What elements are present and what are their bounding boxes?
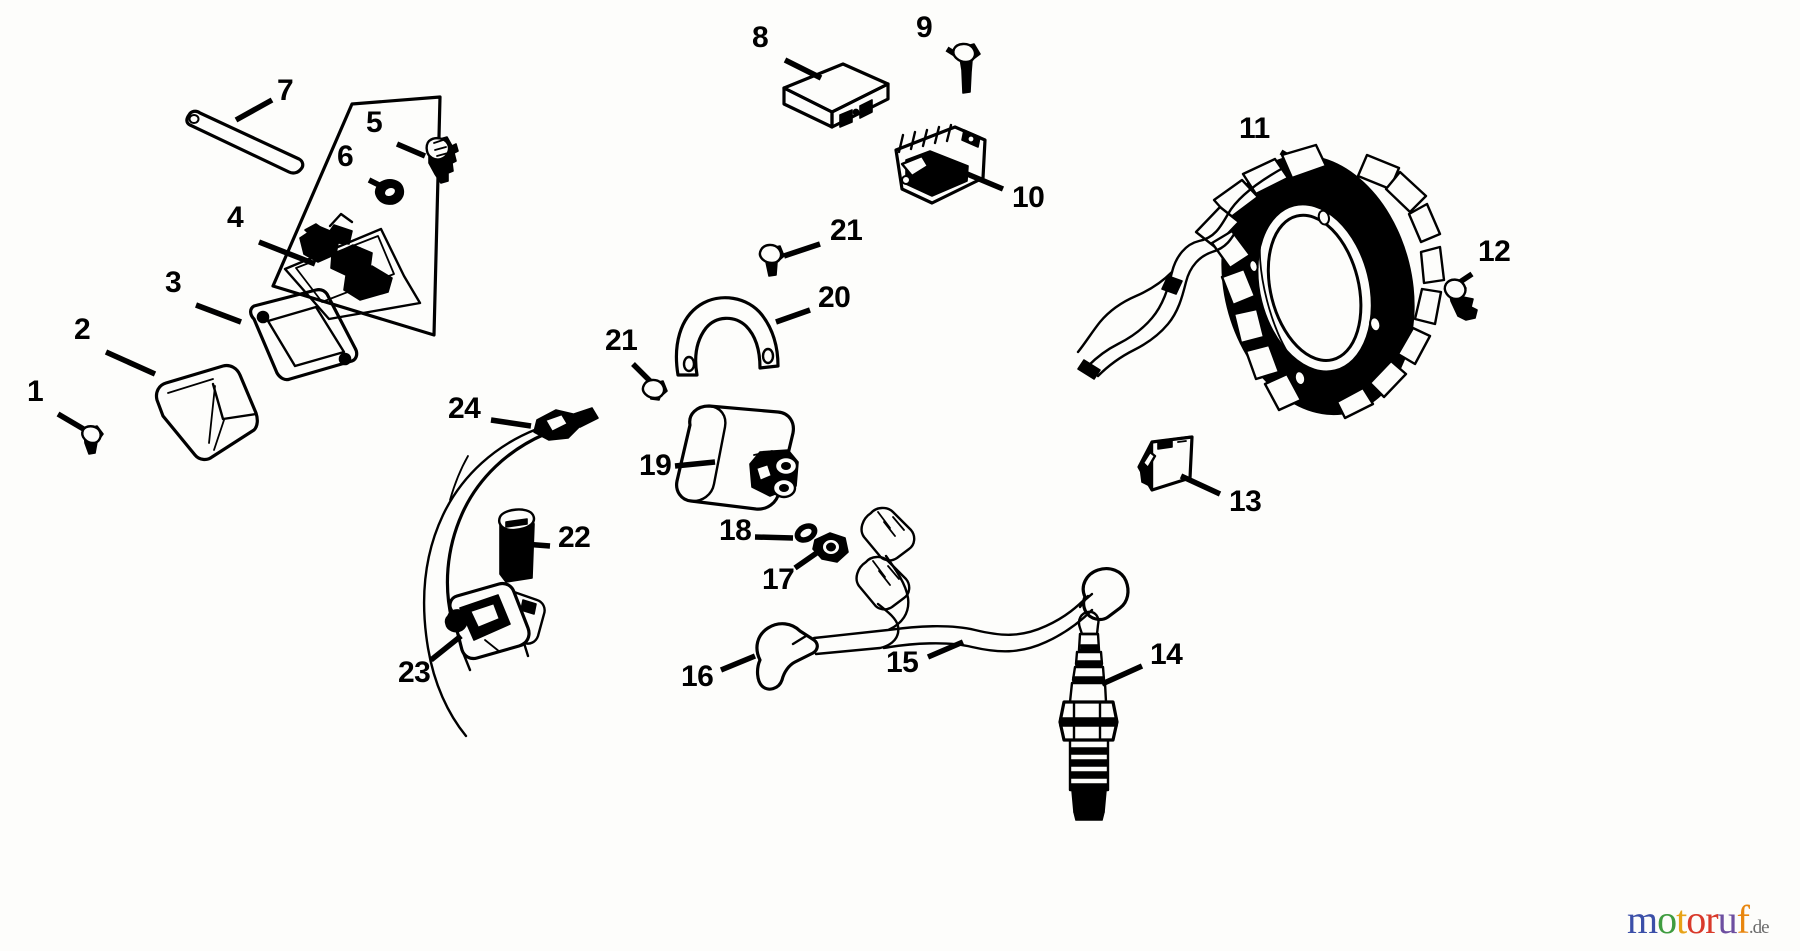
callout-1: 1 — [27, 375, 44, 408]
part-21-bracket-bolt-upper — [758, 243, 785, 277]
callout-10: 10 — [1012, 181, 1045, 214]
logo-letter-f: f — [1736, 897, 1750, 942]
part-5-slotted-screw — [425, 136, 459, 184]
callout-2: 2 — [74, 313, 91, 346]
part-15-wiring-harness — [812, 506, 1094, 656]
logo-letter-m: m — [1627, 897, 1658, 942]
part-7-push-rod — [185, 109, 305, 175]
callout-5: 5 — [366, 106, 383, 139]
part-6-lock-washer — [374, 179, 405, 205]
part-2-ignition-cover — [154, 363, 259, 462]
callout-9: 9 — [916, 11, 933, 44]
logo-letter-o1: o — [1657, 897, 1677, 942]
callout-19: 19 — [639, 449, 672, 482]
part-10-ignition-module — [894, 123, 987, 205]
part-11-stator-assembly — [1076, 143, 1446, 420]
callout-7: 7 — [277, 74, 294, 107]
callout-8: 8 — [752, 21, 769, 54]
callout-15: 15 — [886, 646, 919, 679]
callout-23: 23 — [398, 656, 431, 689]
logo-letter-t: t — [1676, 897, 1687, 942]
callout-3: 3 — [165, 266, 182, 299]
logo-letter-u: u — [1717, 897, 1738, 942]
callout-21-lower: 21 — [605, 324, 638, 357]
part-13-rectifier-regulator — [1137, 435, 1194, 492]
stator-laminations — [1194, 143, 1328, 412]
part-22-shoulder-bolt — [498, 508, 536, 583]
callout-20: 20 — [818, 281, 851, 314]
stator-lead-wires — [1076, 166, 1294, 380]
part-16-plug-boot — [755, 622, 819, 691]
part-21-bracket-bolt-lower — [641, 378, 668, 401]
callout-4: 4 — [227, 201, 244, 234]
part-4-points-assembly — [271, 95, 442, 337]
part-9-mounting-bolt — [952, 42, 981, 94]
callout-14: 14 — [1150, 638, 1183, 671]
callout-17: 17 — [762, 563, 795, 596]
part-1-hex-screw — [81, 425, 104, 455]
motoruf-watermark-logo: motoruf.de — [1627, 897, 1770, 942]
callout-18: 18 — [719, 514, 752, 547]
part-12-stator-bolt — [1443, 278, 1478, 321]
callout-22: 22 — [558, 521, 591, 554]
callout-21-upper: 21 — [830, 214, 863, 247]
callout-16: 16 — [681, 660, 714, 693]
part-23-wire-connector — [448, 581, 546, 672]
part-20-coil-bracket — [674, 296, 780, 377]
callout-11: 11 — [1239, 112, 1270, 145]
part-24-ground-lead — [422, 407, 599, 738]
callout-12: 12 — [1478, 235, 1511, 268]
part-3-gasket-plate — [249, 288, 359, 382]
part-19-ignition-coil — [675, 404, 799, 511]
part-17-terminal-nut — [812, 532, 849, 563]
logo-suffix-de: .de — [1748, 917, 1770, 938]
logo-letter-o2: o — [1686, 897, 1706, 942]
callout-6: 6 — [337, 140, 354, 173]
callout-13: 13 — [1229, 485, 1262, 518]
logo-letter-r: r — [1705, 897, 1718, 942]
part-8-module-block — [782, 62, 890, 129]
part-14-spark-plug — [1058, 567, 1130, 821]
callout-24: 24 — [448, 392, 481, 425]
part-18-terminal-washer — [794, 523, 818, 543]
